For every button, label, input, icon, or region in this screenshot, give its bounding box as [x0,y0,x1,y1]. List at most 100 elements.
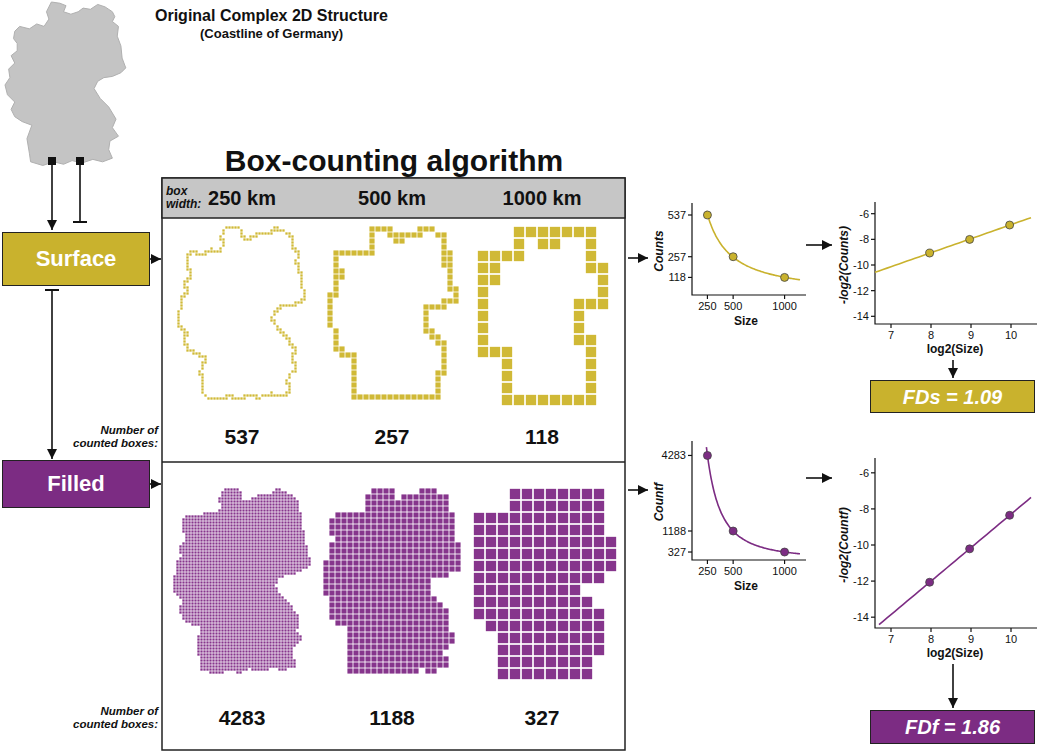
counted-box [236,527,238,529]
counted-box [272,584,274,586]
counted-box [287,566,289,568]
counted-box [242,584,244,586]
counted-box [224,629,226,631]
counted-box [266,554,268,556]
counted-box [272,509,274,511]
counted-box [296,566,298,568]
counted-box [276,307,278,309]
counted-box [182,560,184,562]
counted-box [227,536,229,538]
counted-box [221,611,223,613]
counted-box [260,596,262,598]
counted-box [224,494,226,496]
counted-box [218,632,220,634]
counted-box [272,536,274,538]
counted-box [287,515,289,517]
counted-box [248,602,250,604]
counted-box [206,617,208,619]
counted-box [269,596,271,598]
counted-box [221,542,223,544]
counted-box [281,500,283,502]
counted-box [185,587,187,589]
counted-box [194,587,196,589]
counted-box [185,575,187,577]
counted-box [251,596,253,598]
counted-box [191,515,193,517]
counted-box [227,491,229,493]
counted-box [296,515,298,517]
counted-box [275,575,277,577]
counted-box [275,590,277,592]
counted-box [275,494,277,496]
source-marker [48,157,56,165]
counted-box [198,253,200,255]
counted-box [203,569,205,571]
counted-box [236,611,238,613]
counted-box [269,506,271,508]
counted-box [278,551,280,553]
counted-box [257,572,259,574]
counted-box [230,506,232,508]
counted-box [236,581,238,583]
counted-box [267,394,269,396]
counted-box [248,545,250,547]
counted-box [215,617,217,619]
counted-box [272,569,274,571]
counted-box [290,614,292,616]
counted-box [266,581,268,583]
counted-box [272,605,274,607]
counted-box [291,241,293,243]
counted-box [266,605,268,607]
counted-box [221,539,223,541]
counted-box [242,554,244,556]
counted-box [242,596,244,598]
counted-box [221,608,223,610]
counted-box [284,629,286,631]
counted-box [260,605,262,607]
counted-box [293,497,295,499]
counted-box [263,614,265,616]
counted-box [281,548,283,550]
counted-box [230,632,232,634]
counted-box [284,554,286,556]
counted-box [191,527,193,529]
counted-box [218,566,220,568]
counted-box [269,551,271,553]
counted-box [269,569,271,571]
counted-box [213,397,215,399]
counted-box [197,515,199,517]
counted-box [291,343,293,345]
counted-box [224,578,226,580]
counted-box [263,500,265,502]
flow-arrow [150,483,161,485]
counted-box [185,605,187,607]
counted-box [186,349,188,351]
counted-box [224,518,226,520]
counted-box [248,572,250,574]
counted-box [263,581,265,583]
counted-box [260,545,262,547]
counted-box [260,497,262,499]
counted-box [218,536,220,538]
counted-box [281,494,283,496]
counted-box [230,548,232,550]
counted-box [224,521,226,523]
counted-box [275,557,277,559]
counted-box [206,593,208,595]
counted-box [281,569,283,571]
counted-box [260,572,262,574]
counted-box [242,629,244,631]
counted-box [204,250,206,252]
counted-box [233,551,235,553]
counted-box [230,629,232,631]
counted-box [212,548,214,550]
counted-box [197,557,199,559]
counted-box [251,551,253,553]
counted-box [242,599,244,601]
counted-box [260,515,262,517]
counted-box [248,623,250,625]
counted-box [221,563,223,565]
counted-box [242,545,244,547]
counted-box [227,581,229,583]
counted-box [239,572,241,574]
